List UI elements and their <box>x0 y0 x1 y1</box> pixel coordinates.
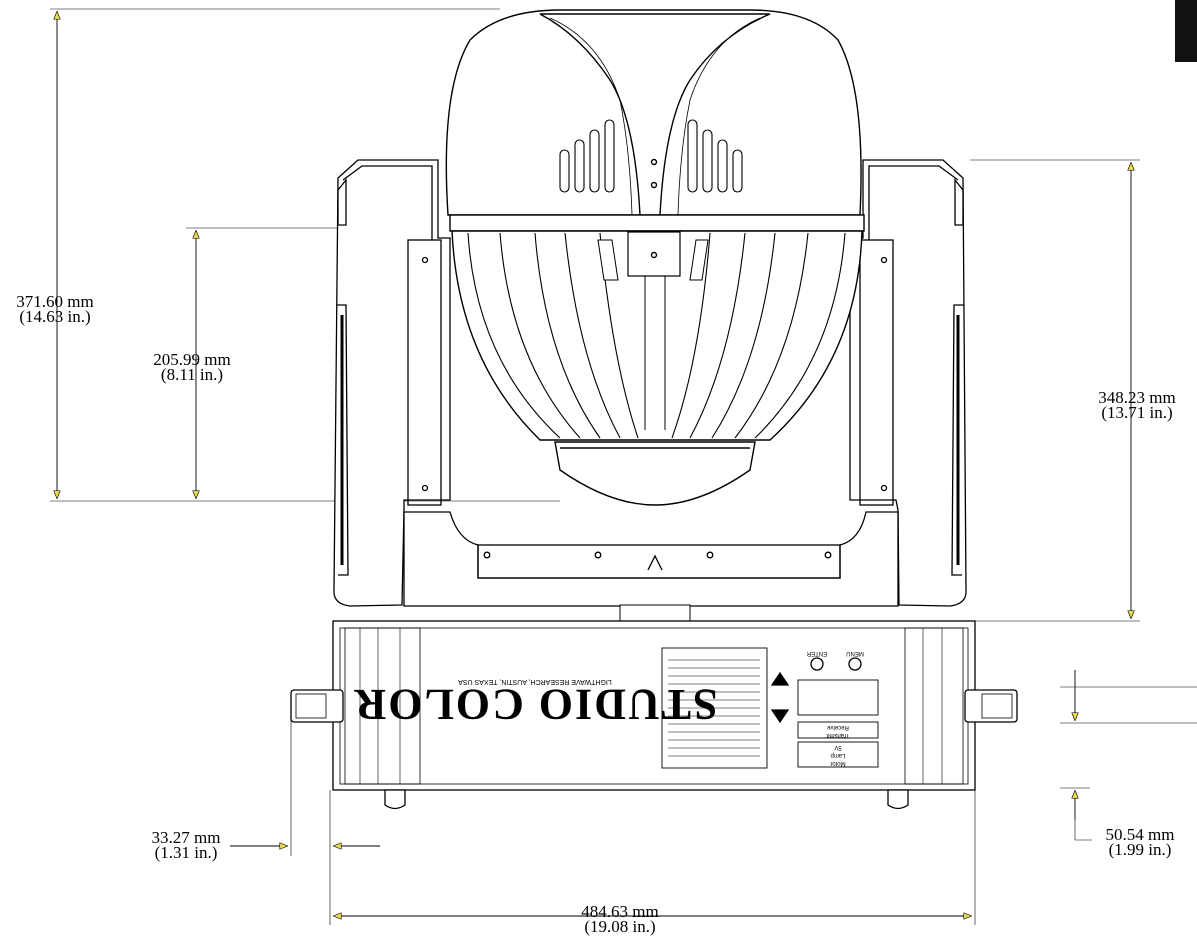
motor-label: Motor <box>830 760 845 766</box>
base-labels: STUDIO COLOR LIGHTWAVE RESEARCH, AUSTIN,… <box>352 650 863 766</box>
dim-overall-height: 371.60 mm (14.63 in.) <box>5 292 105 326</box>
dim-handle-offset-mm: 33.27 mm <box>151 828 221 847</box>
dim-foot-height-in: (1.99 in.) <box>1108 840 1172 859</box>
dim-foot-height: 50.54 mm (1.99 in.) <box>1090 825 1190 859</box>
dim-foot-height-mm: 50.54 mm <box>1105 825 1175 844</box>
logo-text: STUDIO COLOR <box>352 680 717 729</box>
fan-label: 5V <box>834 744 841 750</box>
receive-label: Receive <box>827 724 849 730</box>
dim-overall-height-in: (14.63 in.) <box>19 307 91 326</box>
dim-yoke-height: 348.23 mm (13.71 in.) <box>1082 388 1192 422</box>
dim-overall-width-mm: 484.63 mm <box>581 902 659 921</box>
dim-yoke-height-mm: 348.23 mm <box>1098 388 1176 407</box>
dim-handle-offset: 33.27 mm (1.31 in.) <box>136 828 236 862</box>
manufacturer-line: LIGHTWAVE RESEARCH, AUSTIN, TEXAS USA <box>458 678 612 685</box>
base <box>290 604 1018 810</box>
dim-overall-height-mm: 371.60 mm <box>16 292 94 311</box>
dimension-lines <box>50 8 1197 925</box>
dim-overall-width: 484.63 mm (19.08 in.) <box>565 902 675 936</box>
head <box>445 9 865 506</box>
dim-handle-offset-in: (1.31 in.) <box>154 843 218 862</box>
lamp-label: Lamp <box>830 752 846 758</box>
yoke <box>333 159 967 607</box>
transmit-label: Transmit <box>826 732 849 738</box>
dim-head-height: 205.99 mm (8.11 in.) <box>137 350 247 384</box>
dim-yoke-height-in: (13.71 in.) <box>1101 403 1173 422</box>
dim-head-height-in: (8.11 in.) <box>160 365 224 384</box>
dim-overall-width-in: (19.08 in.) <box>584 917 656 936</box>
dim-head-height-mm: 205.99 mm <box>153 350 231 369</box>
enter-label: ENTER <box>806 650 827 656</box>
corner-tab <box>1175 0 1197 62</box>
menu-label: MENU <box>846 650 864 656</box>
